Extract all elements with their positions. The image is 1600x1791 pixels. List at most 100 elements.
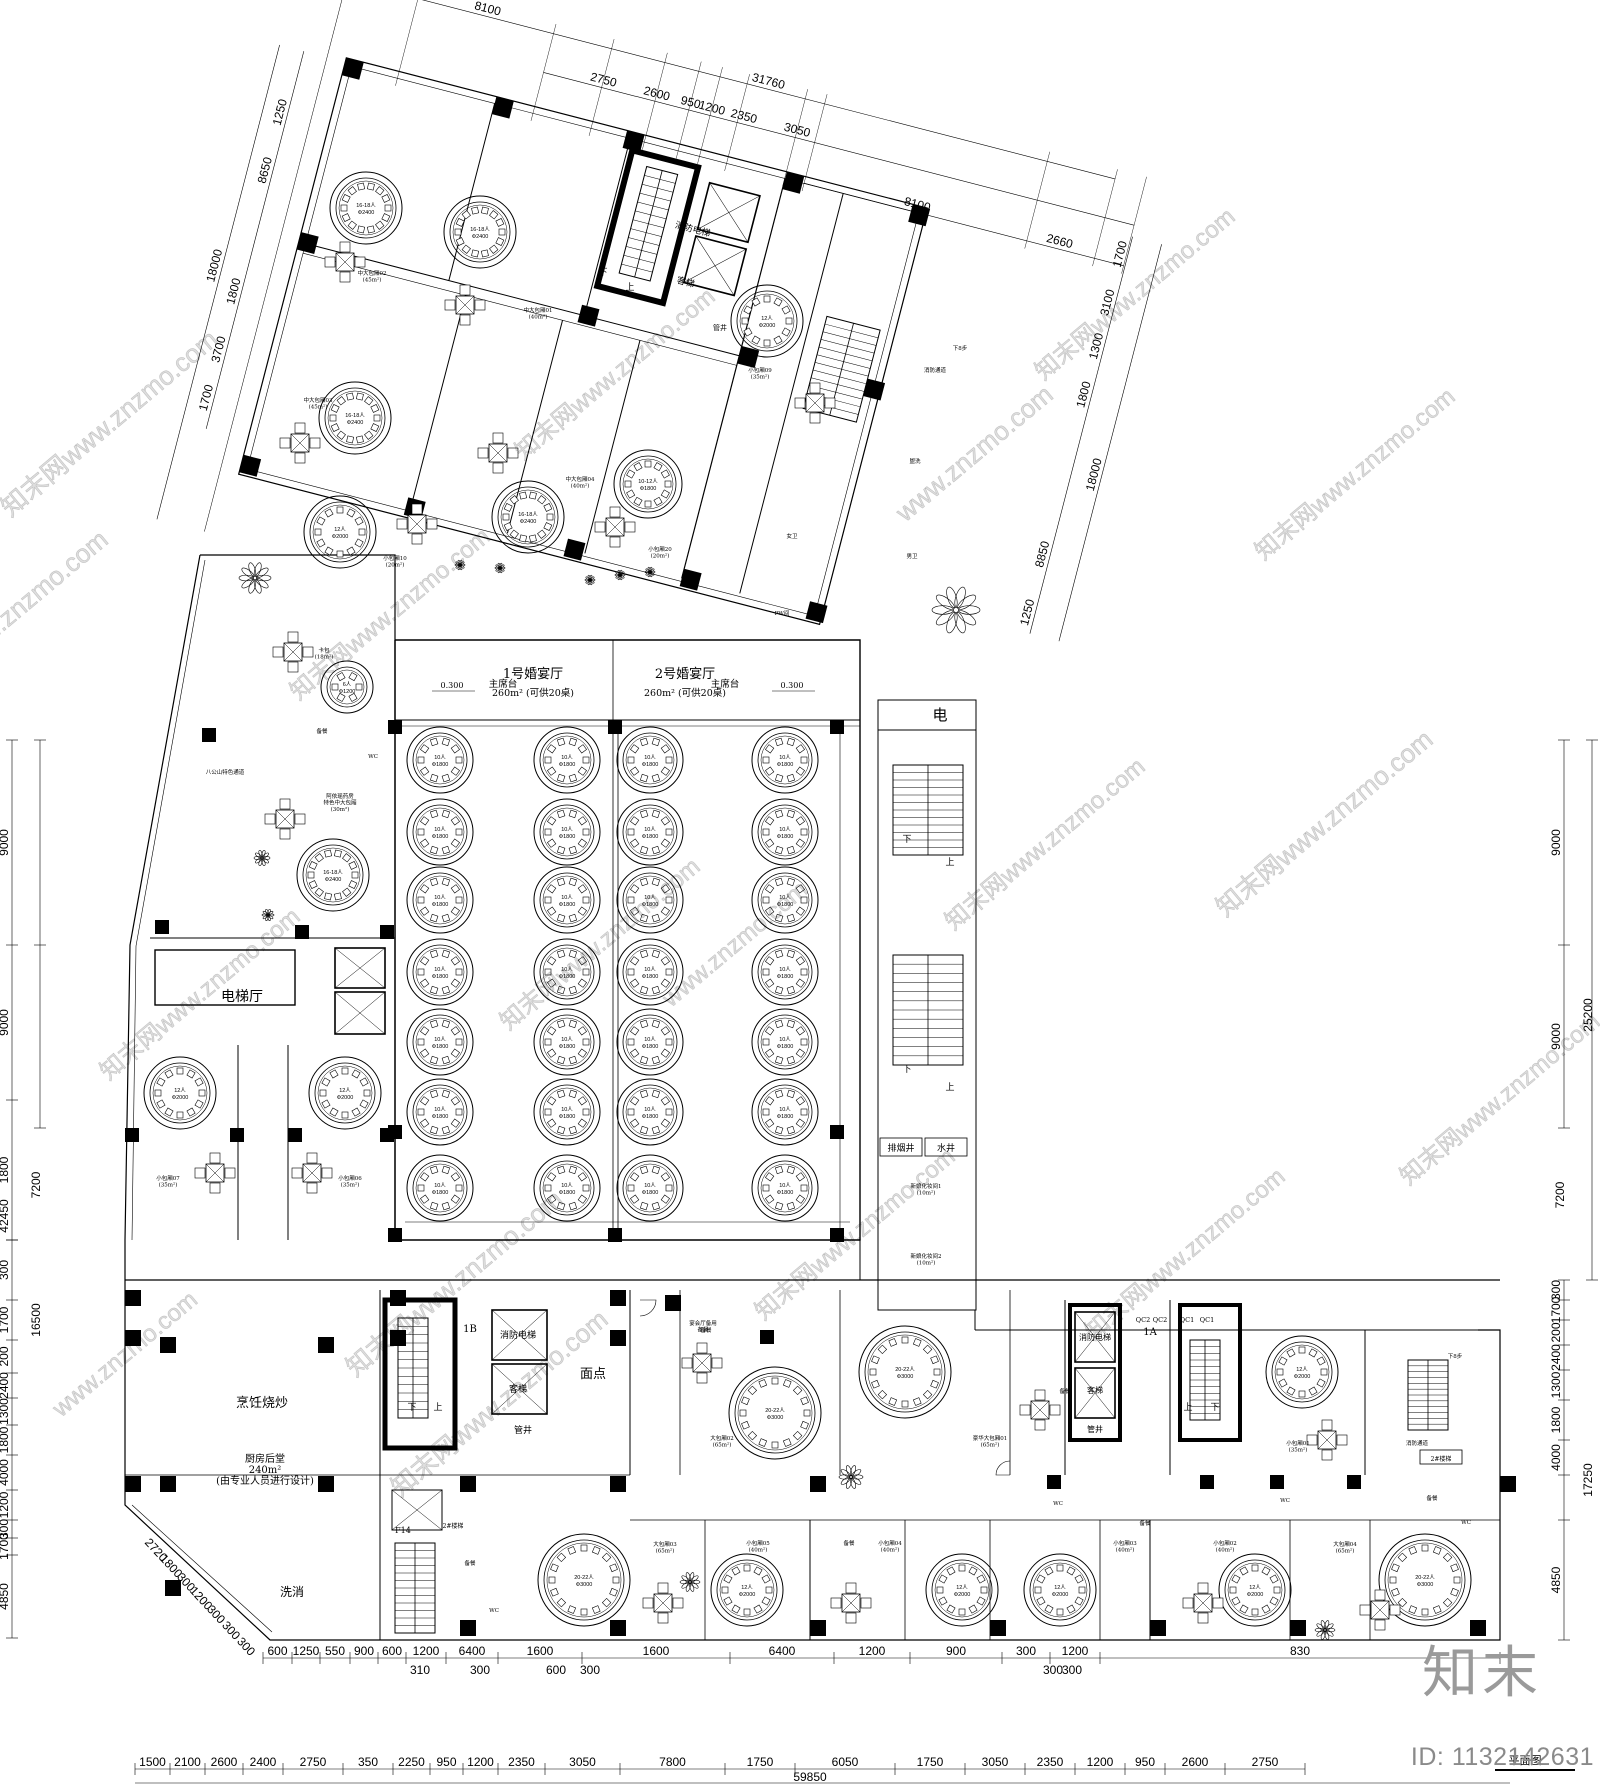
room-label: (35m²) <box>159 1182 178 1189</box>
table-top <box>149 1062 211 1124</box>
chair <box>809 412 821 424</box>
table-top-inner <box>338 180 394 236</box>
qc-label: QC2 <box>1136 1316 1150 1324</box>
table-outline <box>406 1154 474 1222</box>
column <box>760 1330 774 1344</box>
chair <box>1432 1546 1442 1555</box>
plant <box>679 1572 701 1592</box>
stair-label: 2#楼梯 <box>1431 1455 1452 1463</box>
chair <box>319 1089 327 1097</box>
table-capacity: 10人 <box>779 894 791 901</box>
table-diameter: Φ2400 <box>472 234 489 240</box>
table-outline <box>616 726 684 794</box>
chair <box>774 1055 784 1065</box>
chair <box>723 1574 733 1584</box>
column <box>341 57 364 80</box>
dimension-value: 1700 <box>1549 1296 1563 1323</box>
chair <box>441 913 451 923</box>
chair <box>450 1194 460 1204</box>
chair <box>577 766 587 776</box>
table-top-inner <box>415 1017 465 1067</box>
chair <box>450 1026 460 1036</box>
chair <box>1397 1552 1408 1563</box>
table-diameter: Φ2000 <box>332 534 349 540</box>
dimension-value: 2350 <box>508 1755 535 1769</box>
chair <box>577 1118 587 1128</box>
dimension-value: 3050 <box>569 1755 596 1769</box>
room-label: (65m²) <box>981 1442 1000 1449</box>
chair <box>1316 1378 1326 1388</box>
chair <box>336 430 346 440</box>
table-diameter: Φ1800 <box>777 1044 794 1050</box>
chair <box>639 1201 649 1211</box>
chair <box>357 182 366 191</box>
chair <box>1036 1574 1046 1584</box>
table-top <box>622 944 678 1000</box>
dimension-value: 1700 <box>0 1306 11 1333</box>
chair <box>657 1612 669 1624</box>
chair <box>489 244 499 254</box>
dimension-extension <box>642 52 668 150</box>
chair <box>420 978 430 988</box>
dimension-value: 2750 <box>300 1755 327 1769</box>
chair <box>845 1612 857 1624</box>
chair <box>747 1430 758 1441</box>
table-outline <box>616 1078 684 1146</box>
wall-line <box>739 193 844 594</box>
table-top-inner <box>415 947 465 997</box>
chair <box>272 646 284 658</box>
chair <box>351 871 359 879</box>
chair <box>568 845 578 855</box>
table-capacity: 10人 <box>779 1106 791 1113</box>
table-cross <box>407 514 427 534</box>
table-diameter: Φ1800 <box>642 1044 659 1050</box>
elevator-cross <box>334 991 386 1035</box>
table-diameter: Φ1800 <box>559 1044 576 1050</box>
chair <box>660 469 670 479</box>
watermark-text: 知末网www.znzmo.com <box>940 753 1150 936</box>
leaf <box>262 857 269 864</box>
chair <box>800 1396 809 1406</box>
room-label: 中大包厢04 <box>566 475 595 483</box>
chair <box>762 828 770 836</box>
table-diameter: Φ2400 <box>325 877 342 883</box>
leaf <box>255 578 269 589</box>
stair <box>892 764 964 856</box>
chair <box>627 1108 635 1116</box>
chair <box>209 1182 221 1194</box>
column <box>610 1290 626 1306</box>
chair <box>461 210 471 220</box>
column <box>608 720 622 734</box>
table-capacity: 10人 <box>644 826 656 833</box>
chair <box>786 1201 796 1211</box>
chair <box>321 1167 333 1179</box>
chair <box>459 284 471 296</box>
chair <box>630 1048 640 1058</box>
chair <box>601 1552 612 1563</box>
chair <box>333 849 342 858</box>
table-top <box>757 732 813 788</box>
chair <box>331 683 339 691</box>
table-outline <box>1218 1553 1292 1627</box>
room-label: 中大包厢02 <box>358 269 387 277</box>
chair <box>800 756 808 764</box>
chair <box>660 838 670 848</box>
table-diameter: Φ1800 <box>432 1190 449 1196</box>
table-top-inner <box>625 875 675 925</box>
chair <box>803 1409 811 1417</box>
table-top <box>497 486 559 548</box>
chair <box>1251 1608 1259 1616</box>
stair-label: 上 <box>945 1082 954 1093</box>
chair <box>800 1038 808 1046</box>
dimension-value: 2250 <box>398 1755 425 1769</box>
chair <box>519 491 528 500</box>
dimension-value: 6400 <box>459 1644 486 1658</box>
dimension-value: 950 <box>436 1755 456 1769</box>
room-label: (65m²) <box>656 1548 675 1555</box>
chair <box>420 1026 430 1036</box>
table-outline <box>329 171 403 245</box>
chair <box>348 672 358 682</box>
